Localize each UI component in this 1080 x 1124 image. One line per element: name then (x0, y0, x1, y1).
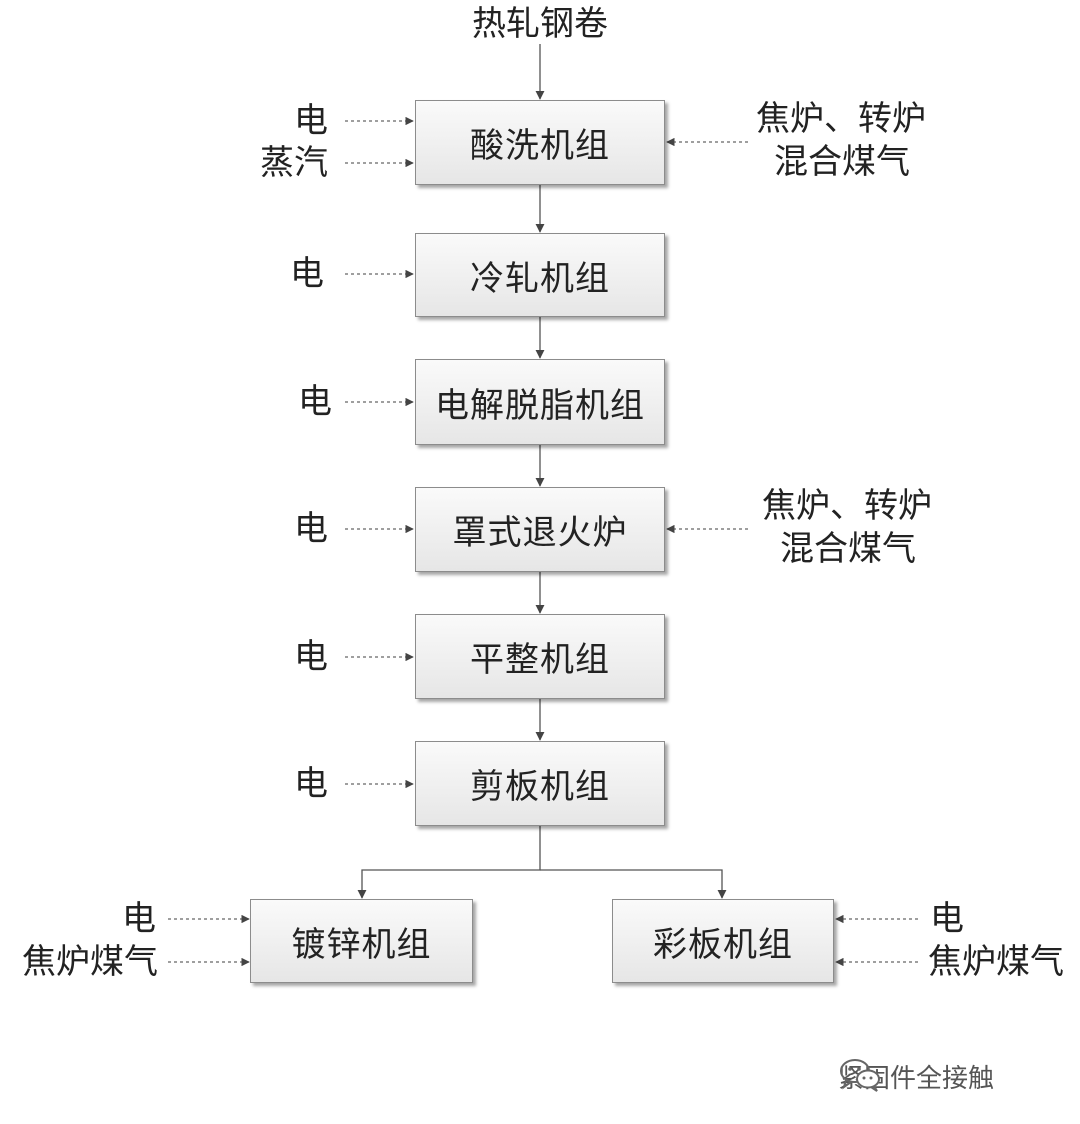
wechat-icon (840, 1059, 880, 1092)
electricity-label-annealing: 电 (294, 509, 328, 549)
electricity-label-leveling: 电 (294, 637, 328, 677)
degreasing-unit-box: 电解脱脂机组 (415, 359, 665, 445)
electricity-label-cold-rolling: 电 (290, 254, 324, 294)
steam-label-pickling: 蒸汽 (260, 143, 328, 183)
coke-gas-label-galvanizing: 焦炉煤气 (22, 942, 158, 982)
arrow-shearing-to-color-coating (540, 869, 727, 899)
coke-gas-label-color-coating: 焦炉煤气 (928, 942, 1064, 982)
arrow-shearing-to-galvanizing (357, 826, 541, 899)
input-label: 热轧钢卷 (472, 4, 608, 44)
color-coating-unit-box: 彩板机组 (612, 899, 834, 983)
mixed-gas-label-pickling-line1: 焦炉、转炉 (756, 99, 926, 139)
annealing-furnace-box: 罩式退火炉 (415, 487, 665, 572)
mixed-gas-label-annealing-line2: 混合煤气 (780, 529, 916, 569)
mixed-gas-label-pickling-line2: 混合煤气 (774, 142, 910, 182)
watermark: 紧固件全接触 (838, 1056, 994, 1096)
cold-rolling-unit-box: 冷轧机组 (415, 233, 665, 317)
pickling-unit-box: 酸洗机组 (415, 100, 665, 185)
electricity-label-pickling: 电 (294, 101, 328, 141)
leveling-unit-box: 平整机组 (415, 614, 665, 699)
electricity-label-degreasing: 电 (298, 382, 332, 422)
shearing-unit-box: 剪板机组 (415, 741, 665, 826)
electricity-label-galvanizing: 电 (122, 899, 156, 939)
electricity-label-color-coating: 电 (930, 899, 964, 939)
mixed-gas-label-annealing-line1: 焦炉、转炉 (762, 486, 932, 526)
electricity-label-shearing: 电 (294, 764, 328, 804)
galvanizing-unit-box: 镀锌机组 (250, 899, 473, 983)
